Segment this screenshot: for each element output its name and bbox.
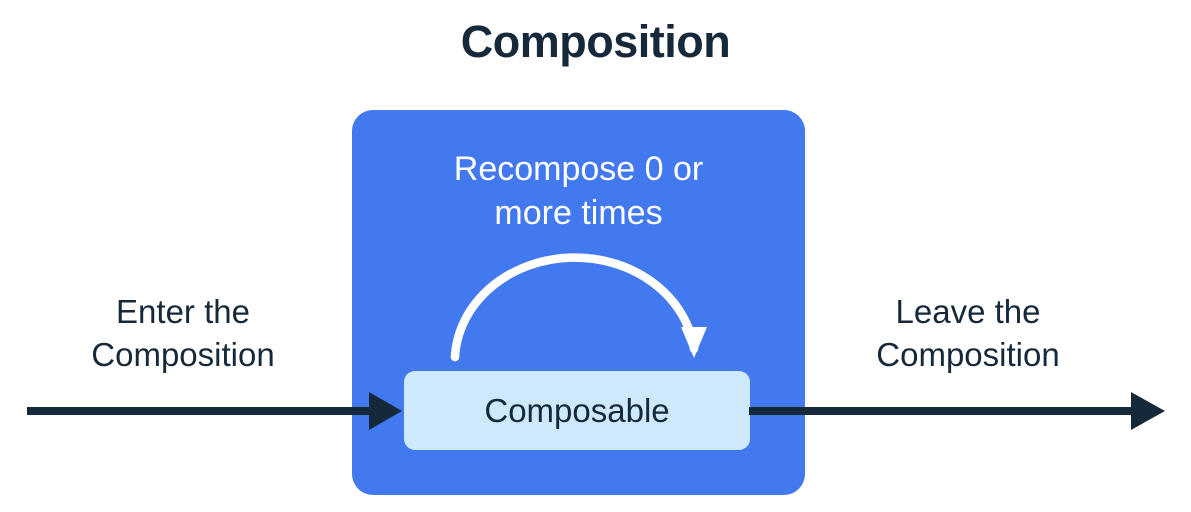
- enter-label-line-1: Enter the: [116, 293, 250, 330]
- leave-label-line-1: Leave the: [895, 293, 1041, 330]
- composable-box: [404, 371, 750, 450]
- recompose-label-line-2: more times: [494, 194, 663, 232]
- enter-label-line-2: Composition: [91, 336, 275, 373]
- page-title: Composition: [460, 16, 731, 67]
- recompose-label-line-1: Recompose 0 or: [453, 150, 704, 188]
- leave-composition-label: Leave the Composition: [818, 290, 1118, 376]
- enter-arrow-icon: [27, 392, 402, 430]
- composable-box-label: Composable: [484, 391, 670, 429]
- recompose-label: Recompose 0 or more times: [352, 147, 805, 235]
- leave-arrow-icon: [749, 392, 1165, 430]
- enter-composition-label: Enter the Composition: [33, 290, 333, 376]
- leave-label-line-2: Composition: [876, 336, 1060, 373]
